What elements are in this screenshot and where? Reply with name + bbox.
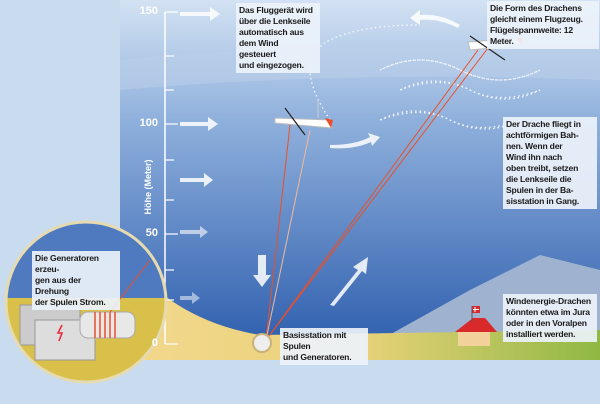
tick-150: 150 [139, 5, 158, 17]
tick-0: 0 [151, 337, 158, 349]
sky [120, 0, 600, 345]
callout-location: Windenergie-Drachen könnten etwa im Jura… [503, 294, 597, 342]
axis-label: Höhe (Meter) [143, 159, 153, 215]
kite-near [274, 100, 333, 136]
tick-50: 50 [145, 227, 158, 239]
tick-100: 100 [139, 117, 158, 129]
callout-base-station: Basisstation mit Spulen und Generatoren. [280, 328, 368, 365]
house-icon [455, 306, 497, 346]
callout-steering: Das Fluggerät wird über die Lenkseile au… [236, 3, 320, 73]
callout-flight: Der Drache fliegt in achtförmigen Bah- n… [503, 117, 597, 209]
wind-arrows [180, 7, 460, 306]
base-station [252, 333, 272, 353]
callout-generators: Die Generatoren erzeu- gen aus der Drehu… [32, 251, 120, 310]
callout-shape: Die Form des Drachens gleicht einem Flug… [487, 1, 599, 49]
tethers [265, 47, 489, 341]
